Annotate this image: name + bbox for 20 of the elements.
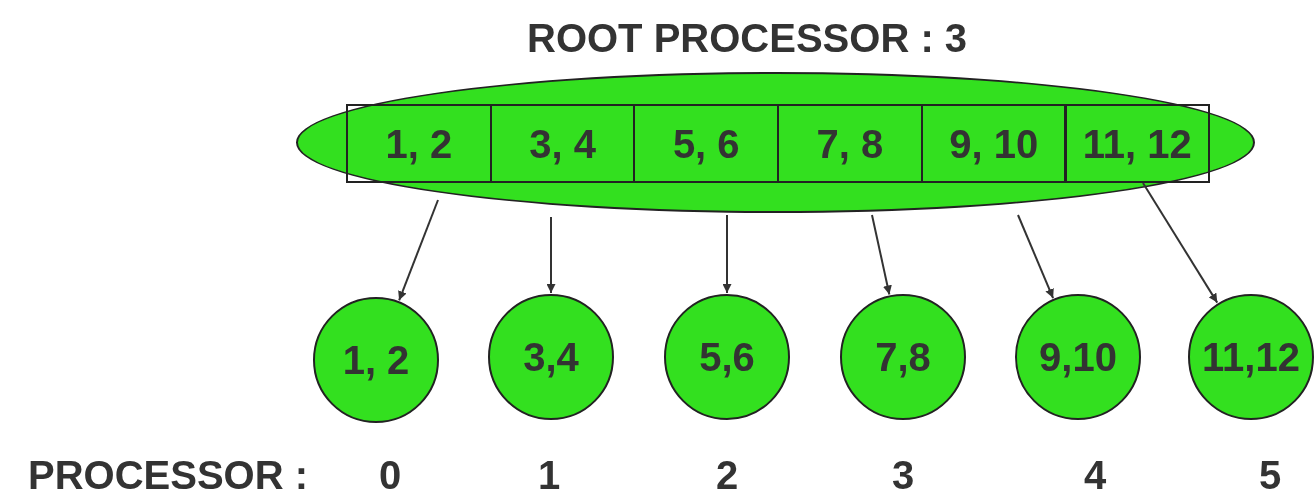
arrow — [1017, 214, 1055, 300]
processor-number: 1 — [537, 452, 561, 498]
array-cell: 7, 8 — [777, 104, 923, 183]
title: ROOT PROCESSOR : 3 — [527, 15, 968, 62]
arrow — [398, 199, 439, 302]
arrow — [546, 216, 556, 294]
array-cell: 1, 2 — [346, 104, 492, 183]
arrow — [722, 214, 732, 294]
array-cell: 3, 4 — [489, 104, 636, 183]
array-cell: 5, 6 — [633, 104, 780, 183]
arrow — [1142, 182, 1219, 304]
array-cell: 11, 12 — [1064, 104, 1211, 183]
array-cell: 9, 10 — [920, 104, 1067, 183]
axis-label: PROCESSOR : — [28, 452, 308, 498]
processor-number: 0 — [378, 452, 402, 498]
processor-number: 2 — [715, 452, 739, 498]
processor-number: 3 — [891, 452, 915, 498]
processor-number: 5 — [1258, 452, 1282, 498]
processor-number: 4 — [1083, 452, 1107, 498]
arrow — [871, 214, 892, 296]
